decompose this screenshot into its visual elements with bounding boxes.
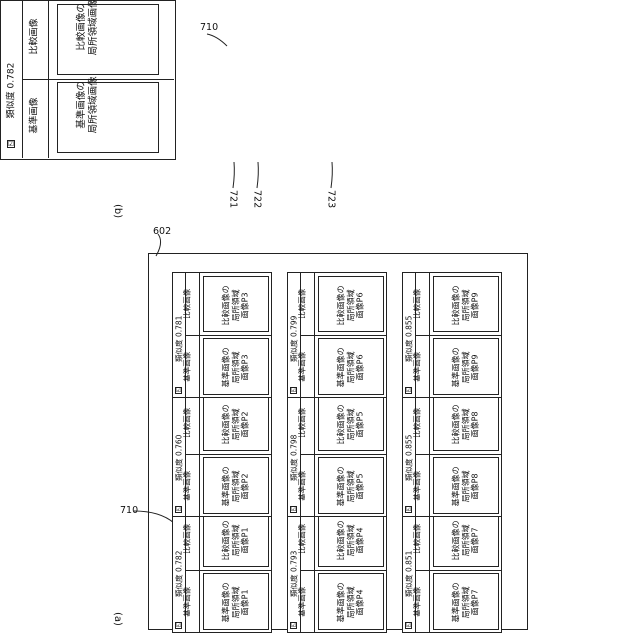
reference-region-text: 基準画像の 局所領域 画像P3 — [222, 331, 251, 403]
reference-region-image: 基準画像の 局所領域 画像P8 — [433, 457, 499, 514]
reference-header: 基準画像 — [413, 337, 421, 397]
result-card[interactable]: ☑類似度 0.799基準画像比較画像基準画像の 局所領域 画像P6比較画像の 局… — [287, 272, 387, 398]
reference-header: 基準画像 — [31, 81, 40, 151]
leaders-72x — [226, 160, 346, 192]
reference-header: 基準画像 — [298, 456, 306, 516]
reference-region-image: 基準画像の 局所領域 画像P7 — [433, 573, 499, 630]
comparison-region-image: 比較画像の 局所領域 画像P9 — [433, 276, 499, 332]
comparison-region-text: 比較画像の 局所領域画像 — [76, 0, 100, 67]
reference-header: 基準画像 — [183, 572, 191, 632]
comparison-header: 比較画像 — [31, 2, 40, 72]
checkbox-icon[interactable]: ☑ — [175, 622, 182, 629]
comparison-header: 比較画像 — [183, 393, 191, 453]
reference-region-text: 基準画像の 局所領域 画像P8 — [452, 450, 481, 522]
comparison-region-image: 比較画像の 局所領域 画像P6 — [318, 276, 384, 332]
comparison-region-text: 比較画像の 局所領域 画像P9 — [452, 269, 481, 341]
reference-region-image: 基準画像の 局所領域 画像P1 — [203, 573, 269, 630]
reference-region-image: 基準画像の 局所領域 画像P9 — [433, 338, 499, 395]
similarity-label: 類似度 0.782 — [8, 56, 17, 126]
reference-header: 基準画像 — [298, 337, 306, 397]
comparison-region-image: 比較画像の 局所領域 画像P3 — [203, 276, 269, 332]
reference-region-image: 基準画像の 局所領域 画像P6 — [318, 338, 384, 395]
reference-region-text: 基準画像の 局所領域 画像P9 — [452, 331, 481, 403]
ref-722: 722 — [252, 190, 262, 208]
reference-header: 基準画像 — [183, 337, 191, 397]
reference-region-text: 基準画像の 局所領域 画像P6 — [337, 331, 366, 403]
result-card[interactable]: ☑類似度 0.798基準画像比較画像基準画像の 局所領域 画像P5比較画像の 局… — [287, 391, 387, 517]
reference-header: 基準画像 — [183, 456, 191, 516]
part-b-label: (b) — [112, 204, 122, 218]
part-a-label: (a) — [112, 612, 122, 626]
checkbox-icon[interactable]: ☑ — [290, 622, 297, 629]
result-card[interactable]: ☑類似度 0.855基準画像比較画像基準画像の 局所領域 画像P8比較画像の 局… — [402, 391, 502, 517]
reference-region-image: 基準画像の 局所領域 画像P4 — [318, 573, 384, 630]
checkbox-icon[interactable]: ☑ — [290, 506, 297, 513]
checkbox-icon[interactable]: ☑ — [290, 387, 297, 394]
result-card[interactable]: ☑類似度 0.760基準画像比較画像基準画像の 局所領域 画像P2比較画像の 局… — [172, 391, 272, 517]
reference-region-image: 基準画像の 局所領域 画像P2 — [203, 457, 269, 514]
comparison-header: 比較画像 — [413, 393, 421, 453]
reference-region-image: 基準画像の 局所領域画像 — [57, 82, 159, 153]
reference-region-text: 基準画像の 局所領域 画像P1 — [222, 566, 251, 638]
comparison-header: 比較画像 — [298, 274, 306, 334]
detail-card: ☑ 類似度 0.782 基準画像 比較画像 基準画像の 局所領域画像 比較画像の… — [0, 0, 176, 160]
checkbox-icon[interactable]: ☑ — [175, 506, 182, 513]
reference-region-text: 基準画像の 局所領域 画像P5 — [337, 450, 366, 522]
reference-region-text: 基準画像の 局所領域 画像P2 — [222, 450, 251, 522]
comparison-header: 比較画像 — [413, 509, 421, 569]
comparison-header: 比較画像 — [298, 393, 306, 453]
comparison-region-image: 比較画像の 局所領域 画像P2 — [203, 395, 269, 451]
comparison-region-image: 比較画像の 局所領域 画像P5 — [318, 395, 384, 451]
comparison-region-text: 比較画像の 局所領域 画像P6 — [337, 269, 366, 341]
reference-header: 基準画像 — [413, 572, 421, 632]
result-card[interactable]: ☑類似度 0.781基準画像比較画像基準画像の 局所領域 画像P3比較画像の 局… — [172, 272, 272, 398]
comparison-header: 比較画像 — [413, 274, 421, 334]
reference-region-text: 基準画像の 局所領域画像 — [76, 65, 100, 145]
ref-721: 721 — [228, 190, 238, 208]
checkbox-icon[interactable]: ☑ — [7, 140, 15, 148]
reference-region-image: 基準画像の 局所領域 画像P3 — [203, 338, 269, 395]
result-card[interactable]: ☑類似度 0.851基準画像比較画像基準画像の 局所領域 画像P7比較画像の 局… — [402, 507, 502, 633]
leader-710-b — [205, 30, 235, 50]
result-card[interactable]: ☑類似度 0.782基準画像比較画像基準画像の 局所領域 画像P1比較画像の 局… — [172, 507, 272, 633]
comparison-header: 比較画像 — [298, 509, 306, 569]
checkbox-icon[interactable]: ☑ — [405, 622, 412, 629]
comparison-region-text: 比較画像の 局所領域 画像P3 — [222, 269, 251, 341]
reference-header: 基準画像 — [413, 456, 421, 516]
result-card[interactable]: ☑類似度 0.793基準画像比較画像基準画像の 局所領域 画像P4比較画像の 局… — [287, 507, 387, 633]
checkbox-icon[interactable]: ☑ — [405, 506, 412, 513]
reference-region-text: 基準画像の 局所領域 画像P4 — [337, 566, 366, 638]
comparison-header: 比較画像 — [183, 274, 191, 334]
reference-header: 基準画像 — [298, 572, 306, 632]
reference-region-text: 基準画像の 局所領域 画像P7 — [452, 566, 481, 638]
comparison-region-image: 比較画像の 局所領域画像 — [57, 4, 159, 75]
checkbox-icon[interactable]: ☑ — [405, 387, 412, 394]
reference-region-image: 基準画像の 局所領域 画像P5 — [318, 457, 384, 514]
comparison-region-image: 比較画像の 局所領域 画像P8 — [433, 395, 499, 451]
checkbox-icon[interactable]: ☑ — [175, 387, 182, 394]
result-card[interactable]: ☑類似度 0.855基準画像比較画像基準画像の 局所領域 画像P9比較画像の 局… — [402, 272, 502, 398]
ref-723: 723 — [326, 190, 336, 208]
comparison-header: 比較画像 — [183, 509, 191, 569]
